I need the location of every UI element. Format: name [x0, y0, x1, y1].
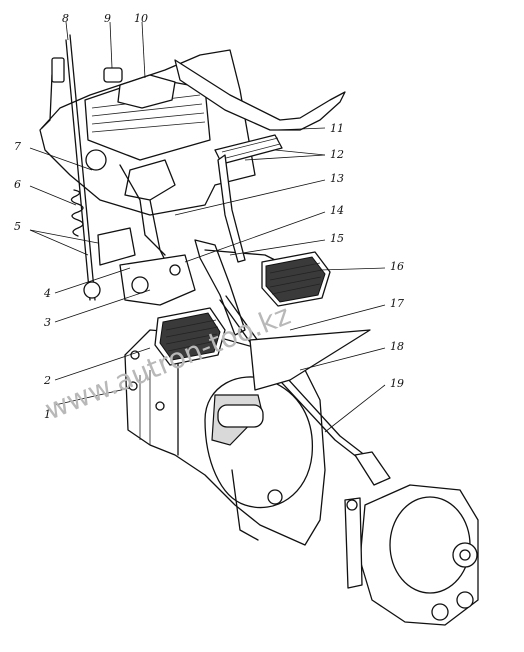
callout-3: 3	[44, 316, 51, 329]
callout-4: 4	[43, 287, 51, 300]
callout-13: 13	[330, 172, 344, 185]
brake-pedal-right	[261, 251, 331, 307]
callout-9: 9	[104, 12, 111, 25]
callout-7: 7	[14, 140, 21, 153]
callout-11: 11	[330, 122, 344, 135]
brake-pedal-left	[154, 307, 226, 366]
callout-19: 19	[390, 377, 404, 390]
callout-18: 18	[390, 340, 404, 353]
linkage-levers	[119, 154, 286, 336]
callout-8: 8	[62, 12, 69, 25]
callout-10: 10	[134, 12, 148, 25]
leader-lines	[29, 21, 386, 433]
pull-rod	[219, 295, 391, 486]
brake-unit	[344, 484, 479, 626]
callout-12: 12	[330, 148, 344, 161]
callout-6: 6	[14, 178, 21, 191]
callout-16: 16	[390, 260, 404, 273]
return-spring-rod	[65, 34, 136, 301]
callout-17: 17	[390, 297, 404, 310]
callout-labels: 1 2 3 4 5 6 7 8 9 10 11 12 13 14 15 16 1…	[14, 12, 404, 421]
callout-5: 5	[14, 220, 21, 233]
callout-2: 2	[43, 374, 51, 387]
callout-14: 14	[330, 204, 344, 217]
pedal-shaft-bracket	[39, 49, 346, 216]
callout-15: 15	[330, 232, 344, 245]
callout-1: 1	[44, 408, 51, 421]
